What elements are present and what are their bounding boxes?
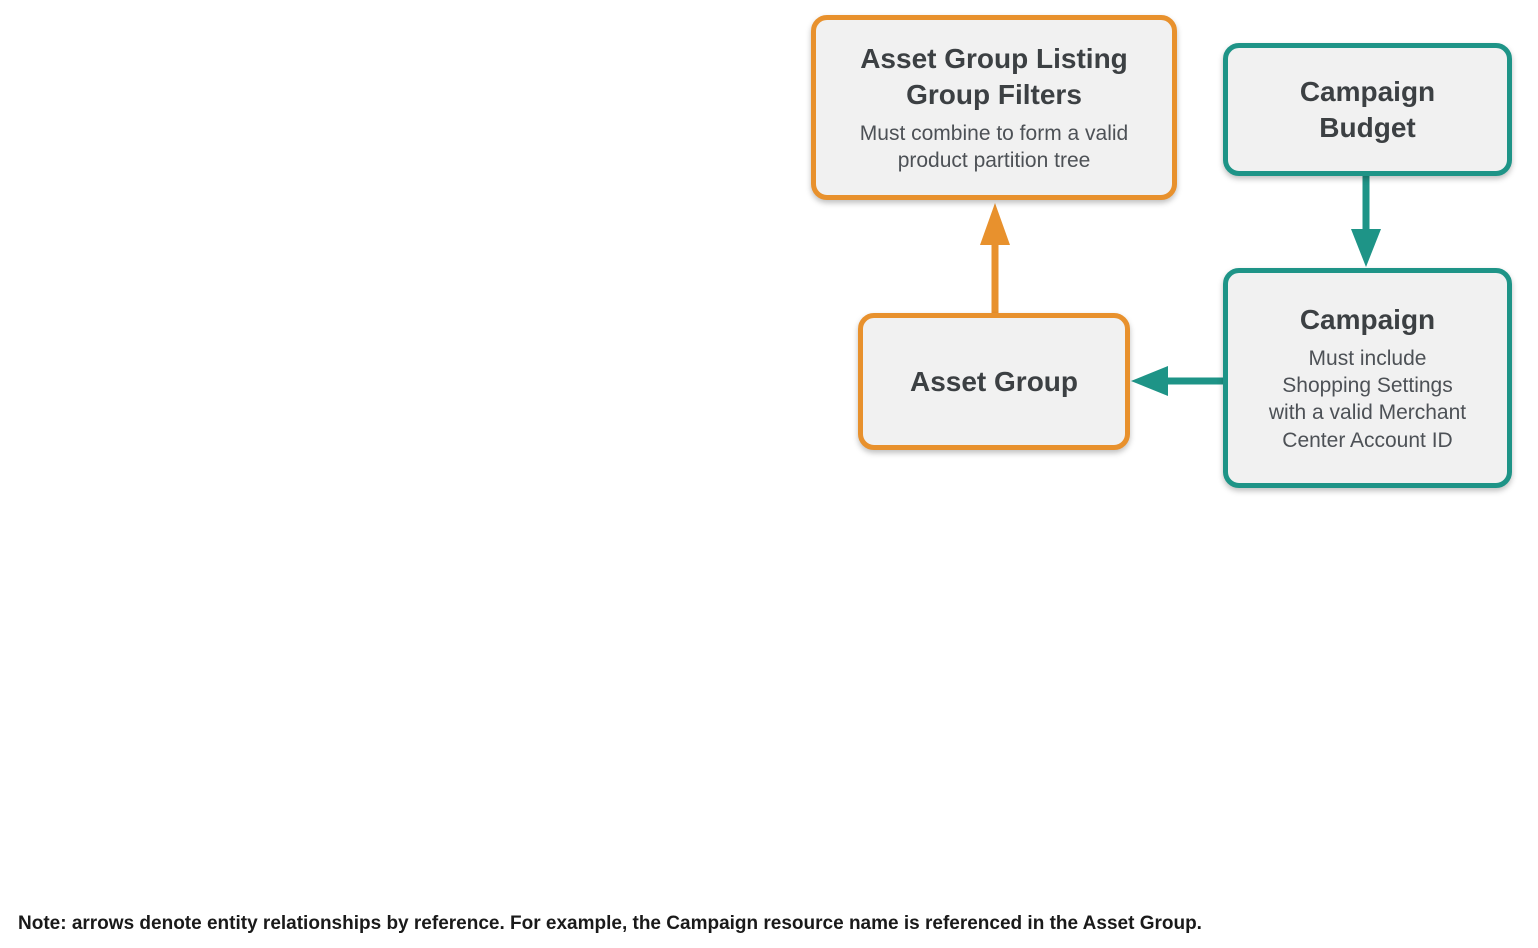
arrow-asset-group-to-listing-group-filters	[980, 203, 1010, 314]
box-title: Asset Group	[909, 365, 1079, 397]
box-subtitle: Must combine to form a valid product par…	[859, 121, 1129, 172]
footnote: Note: arrows denote entity relationships…	[18, 913, 1202, 934]
box-subtitle: Must include Shopping Settings with a va…	[1268, 346, 1467, 452]
entity-box-asset-group: Asset Group	[858, 313, 1130, 450]
box-title: Campaign	[1299, 303, 1436, 335]
entity-box-campaign: Campaign Must include Shopping Settings …	[1223, 268, 1512, 488]
entity-box-asset-group-listing-group-filters: Asset Group Listing Group Filters Must c…	[811, 15, 1177, 200]
entity-box-campaign-budget: Campaign Budget	[1223, 43, 1512, 176]
box-title: Campaign Budget	[1299, 75, 1436, 143]
arrow-campaign-budget-to-campaign	[1351, 175, 1381, 267]
box-title: Asset Group Listing Group Filters	[860, 42, 1128, 110]
arrow-campaign-to-asset-group	[1131, 366, 1224, 396]
